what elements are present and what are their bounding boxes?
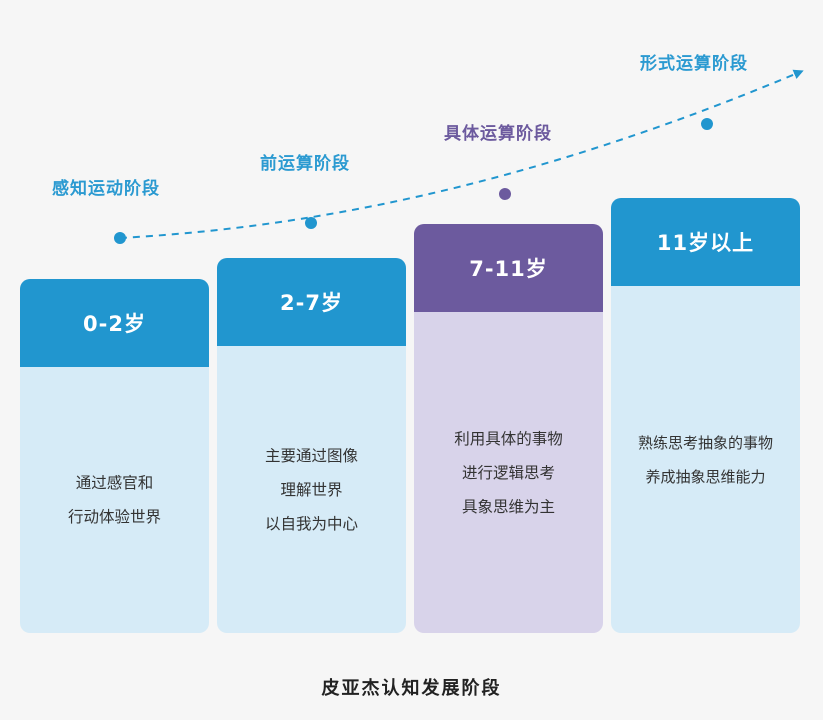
stage-age-4: 11岁以上 [611, 198, 800, 286]
stage-desc-4: 熟练思考抽象的事物 养成抽象思维能力 [611, 286, 800, 633]
desc-line: 理解世界 [280, 480, 343, 499]
dashed-trend-line [119, 69, 804, 239]
desc-line: 行动体验世界 [67, 508, 161, 526]
stage-title-4: 形式运算阶段 [640, 54, 748, 74]
stage-age-1: 0-2岁 [20, 279, 209, 367]
stage-age-2: 2-7岁 [217, 258, 406, 346]
desc-line: 利用具体的事物 [454, 429, 563, 448]
desc-line: 通过感官和 [75, 474, 154, 492]
stage-desc-2: 主要通过图像 理解世界 以自我为中心 [217, 346, 406, 633]
desc-line: 主要通过图像 [264, 446, 358, 465]
stage-card-3: 7-11岁 利用具体的事物 进行逻辑思考 具象思维为主 [414, 224, 603, 633]
stage-title-2: 前运算阶段 [260, 154, 350, 174]
stage-card-1: 0-2岁 通过感官和 行动体验世界 [20, 279, 209, 633]
stage-card-4: 11岁以上 熟练思考抽象的事物 养成抽象思维能力 [611, 198, 800, 633]
stage-desc-3: 利用具体的事物 进行逻辑思考 具象思维为主 [414, 312, 603, 633]
stage-dot-4 [701, 118, 713, 130]
desc-line: 进行逻辑思考 [461, 463, 555, 482]
stage-desc-1: 通过感官和 行动体验世界 [20, 367, 209, 633]
diagram-title: 皮亚杰认知发展阶段 [321, 678, 502, 699]
desc-line: 以自我为中心 [264, 514, 358, 533]
stage-dot-2 [305, 217, 317, 229]
desc-line: 熟练思考抽象的事物 [637, 433, 773, 452]
stage-dot-1 [114, 232, 126, 244]
stage-card-2: 2-7岁 主要通过图像 理解世界 以自我为中心 [217, 258, 406, 633]
stage-age-3: 7-11岁 [414, 224, 603, 312]
stage-title-1: 感知运动阶段 [52, 179, 160, 199]
desc-line: 养成抽象思维能力 [645, 467, 766, 486]
stage-dot-3 [499, 188, 511, 200]
desc-line: 具象思维为主 [461, 497, 555, 516]
stage-title-3: 具体运算阶段 [444, 124, 552, 144]
